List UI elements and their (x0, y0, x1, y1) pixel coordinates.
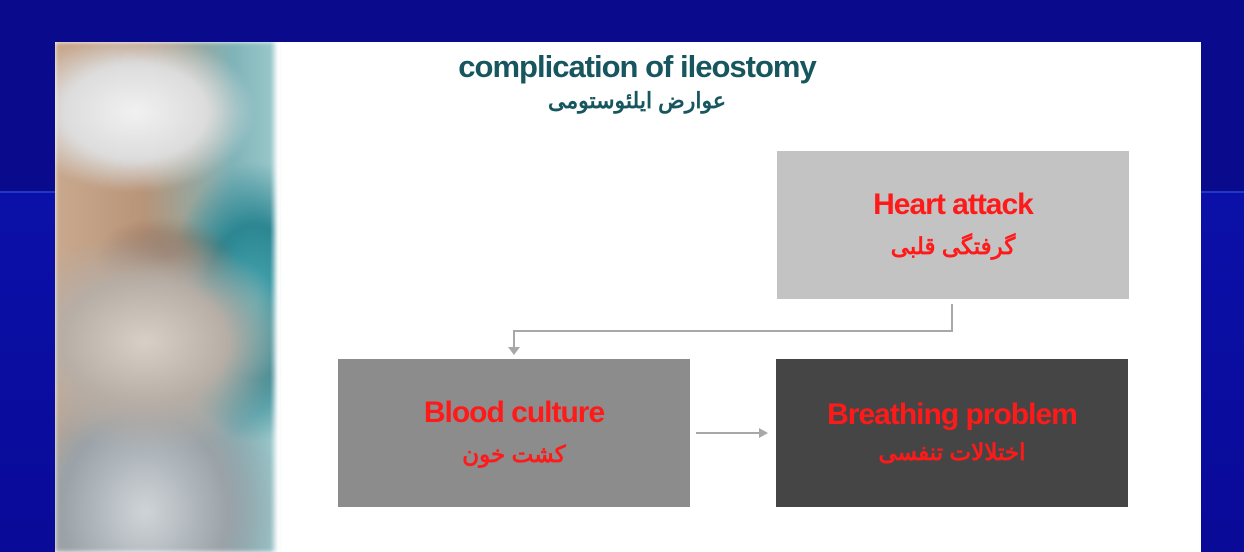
node-blood-culture-persian: کشت خون (462, 441, 566, 467)
node-breathing-problem: Breathing problem اختلالات تنفسی (776, 359, 1128, 507)
node-breathing-problem-persian: اختلالات تنفسی (878, 439, 1026, 465)
surgeon-photo (55, 42, 277, 552)
node-heart-attack: Heart attack گرفتگی قلبی (777, 151, 1129, 299)
node-heart-attack-english: Heart attack (873, 188, 1034, 221)
slide-title-persian: عوارض ایلئوستومی (547, 88, 727, 113)
photo-fade (270, 42, 280, 552)
node-blood-culture-english: Blood culture (423, 396, 605, 429)
node-breathing-problem-english: Breathing problem (827, 398, 1078, 431)
node-blood-culture: Blood culture کشت خون (338, 359, 690, 507)
node-heart-attack-persian: گرفتگی قلبی (890, 233, 1017, 259)
blood-to-breathing-arrowhead (759, 428, 768, 438)
heart-to-blood-connector (513, 304, 953, 348)
heart-to-blood-arrowhead (508, 347, 520, 355)
slide-title-english: complication of ileostomy (458, 49, 816, 84)
slide-title: complication of ileostomy عوارض ایلئوستو… (277, 48, 997, 116)
slide-panel: complication of ileostomy عوارض ایلئوستو… (55, 42, 1201, 552)
flow-connectors (508, 304, 953, 438)
